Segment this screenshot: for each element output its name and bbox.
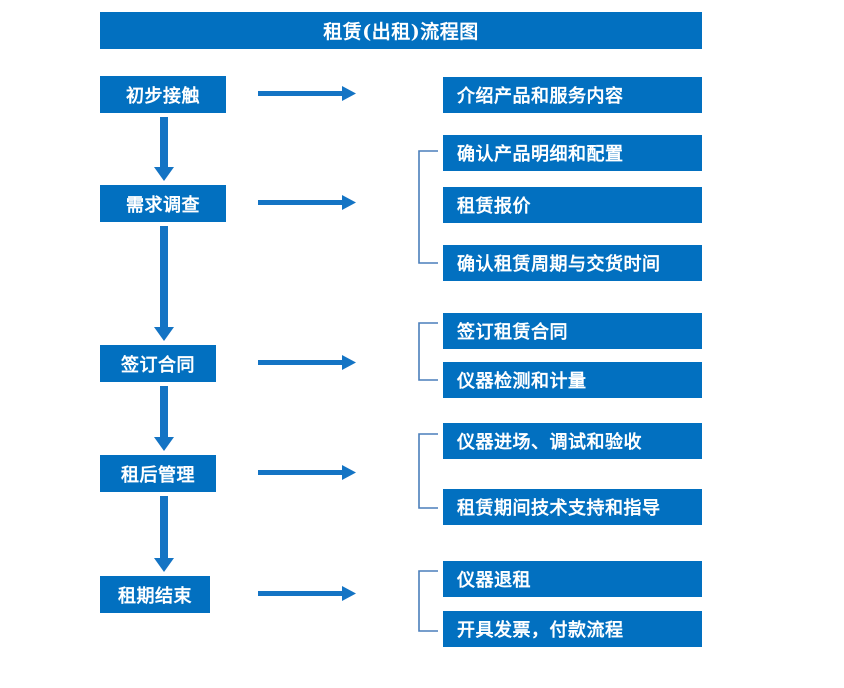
detail-label: 介绍产品和服务内容: [457, 86, 624, 107]
chart-title-bar: 租赁(出租)流程图: [100, 12, 702, 49]
arrow-right-initial-contact: [258, 82, 358, 106]
bracket-post-rental-group: [416, 433, 440, 509]
arrow-down-initial-to-needs: [151, 117, 177, 183]
arrow-right-needs-survey: [258, 191, 358, 215]
stage-box-sign-contract[interactable]: 签订合同: [100, 345, 216, 382]
detail-box-tech-support[interactable]: 租赁期间技术支持和指导: [443, 489, 702, 525]
detail-box-instrument-entry[interactable]: 仪器进场、调试和验收: [443, 423, 702, 459]
stage-label: 租期结束: [118, 585, 192, 607]
stage-label: 需求调查: [126, 194, 200, 216]
stage-label: 租后管理: [121, 464, 195, 486]
detail-label: 仪器检测和计量: [457, 371, 587, 392]
stage-box-post-rental[interactable]: 租后管理: [100, 455, 216, 492]
detail-box-confirm-period[interactable]: 确认租赁周期与交货时间: [443, 245, 702, 281]
detail-label: 租赁期间技术支持和指导: [457, 498, 661, 519]
detail-box-instrument-return[interactable]: 仪器退租: [443, 561, 702, 597]
bracket-needs-survey-group: [416, 150, 440, 264]
detail-box-confirm-spec[interactable]: 确认产品明细和配置: [443, 135, 702, 171]
arrow-down-contract-to-postrental: [151, 386, 177, 453]
stage-label: 签订合同: [121, 354, 195, 376]
stage-box-needs-survey[interactable]: 需求调查: [100, 185, 226, 222]
arrow-down-needs-to-contract: [151, 226, 177, 343]
detail-box-intro-products[interactable]: 介绍产品和服务内容: [443, 77, 702, 113]
detail-box-rental-quote[interactable]: 租赁报价: [443, 187, 702, 223]
detail-label: 确认租赁周期与交货时间: [457, 254, 661, 275]
detail-label: 签订租赁合同: [457, 322, 568, 343]
detail-box-instrument-test[interactable]: 仪器检测和计量: [443, 362, 702, 398]
bracket-sign-contract-group: [416, 322, 440, 381]
detail-label: 租赁报价: [457, 196, 531, 217]
detail-label: 仪器退租: [457, 570, 531, 591]
detail-box-invoice-payment[interactable]: 开具发票，付款流程: [443, 611, 702, 647]
bracket-lease-end-group: [416, 570, 440, 632]
detail-label: 仪器进场、调试和验收: [457, 432, 642, 453]
stage-label: 初步接触: [126, 85, 200, 107]
detail-label: 确认产品明细和配置: [457, 144, 624, 165]
arrow-right-lease-end: [258, 582, 358, 606]
stage-box-lease-end[interactable]: 租期结束: [100, 576, 210, 613]
chart-title-text: 租赁(出租)流程图: [323, 21, 479, 43]
arrow-down-postrental-to-leaseend: [151, 496, 177, 574]
arrow-right-sign-contract: [258, 351, 358, 375]
detail-box-sign-lease[interactable]: 签订租赁合同: [443, 313, 702, 349]
stage-box-initial-contact[interactable]: 初步接触: [100, 76, 226, 113]
arrow-right-post-rental: [258, 461, 358, 485]
detail-label: 开具发票，付款流程: [457, 620, 624, 641]
